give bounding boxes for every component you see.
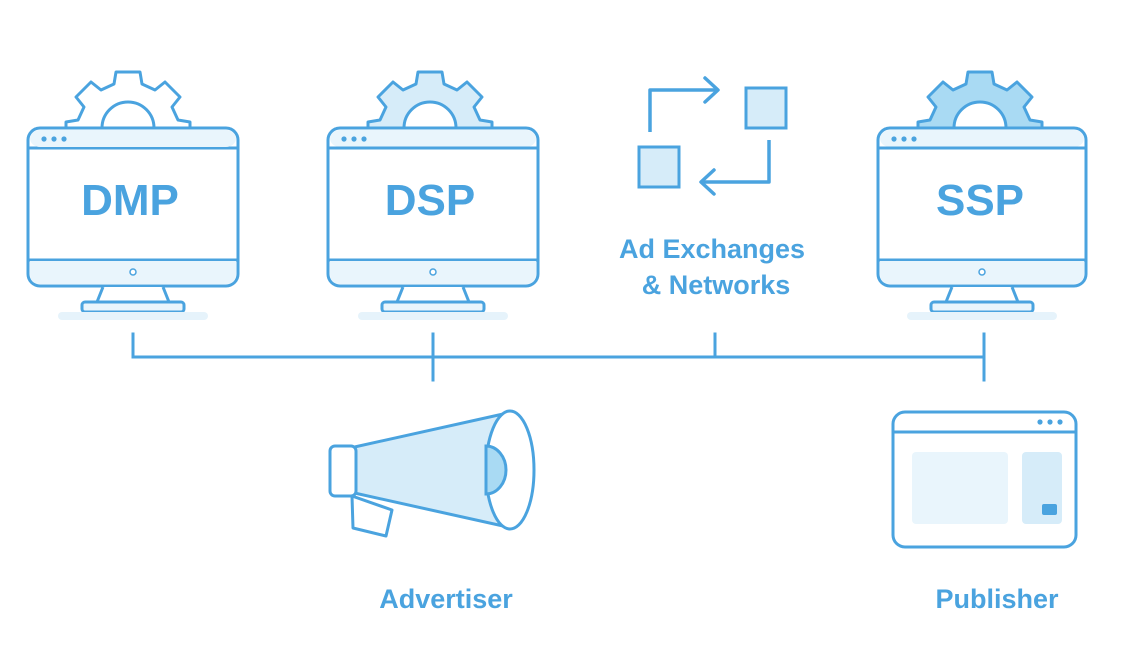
gear-icon [916,70,1044,132]
publisher-party: Publisher [891,410,1078,614]
desktop-monitor-icon [326,126,540,320]
dsp-label: DSP [385,176,475,225]
desktop-monitor-icon [26,126,240,320]
ssp-node: SSP [876,70,1088,320]
ssp-label: SSP [936,176,1024,225]
exchange-label-line2: & Networks [642,270,791,300]
publisher-label: Publisher [935,584,1059,614]
exchange-node: Ad Exchanges & Networks [619,76,805,300]
megaphone-icon [328,409,536,538]
gear-icon [366,70,494,132]
connector-lines [131,332,986,382]
dmp-node: DMP [26,70,240,320]
desktop-monitor-icon [876,126,1088,320]
gear-icon [64,70,192,132]
dmp-label: DMP [81,176,179,225]
exchange-label-line1: Ad Exchanges [619,234,805,264]
exchange-arrows-icon [637,76,788,196]
dsp-node: DSP [326,70,540,320]
advertiser-party: Advertiser [328,409,536,614]
advertiser-label: Advertiser [379,584,513,614]
browser-window-icon [891,410,1078,549]
